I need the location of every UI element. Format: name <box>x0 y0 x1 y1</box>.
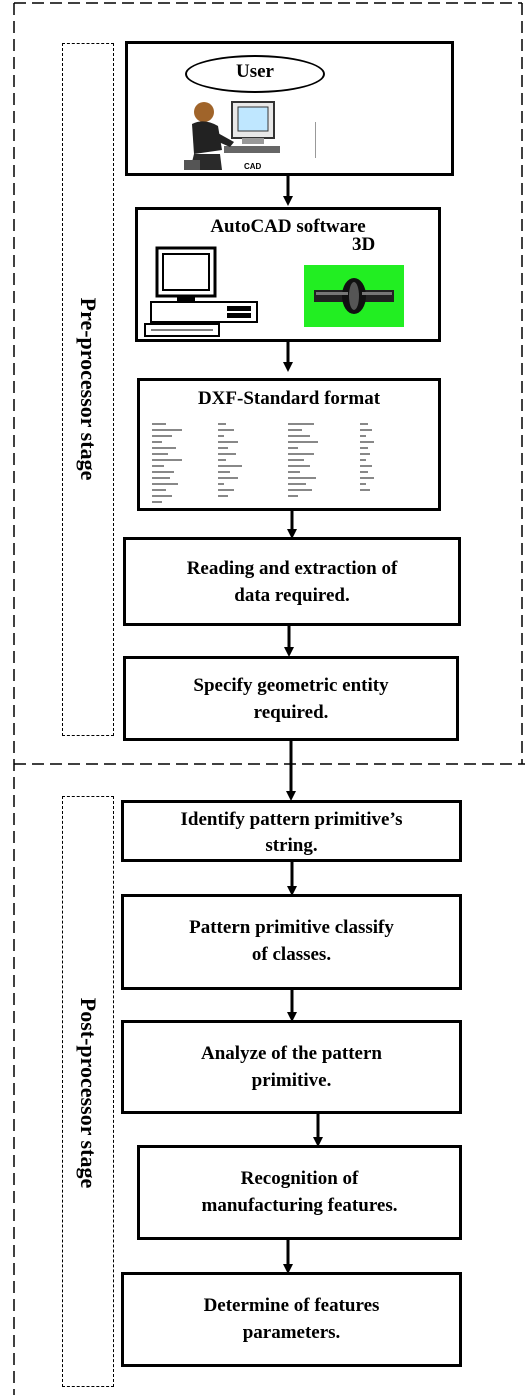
dxf-code-listing-icon <box>152 423 374 503</box>
recognition-box: Recognition of manufacturing features. <box>137 1145 462 1240</box>
identify-line-2: string. <box>265 835 318 856</box>
autocad-title: AutoCAD software <box>210 216 366 237</box>
determine-line-1: Determine of features <box>203 1295 380 1316</box>
identify-line-1: Identify pattern primitive’s <box>180 809 403 830</box>
user-box: User CAD <box>125 41 454 176</box>
identify-box: Identify pattern primitive’s string. <box>121 800 462 862</box>
user-title: User <box>236 61 274 82</box>
post-stage-frame <box>62 796 114 1387</box>
specify-line-2: required. <box>253 702 329 723</box>
post-stage-label: Post-processor stage <box>76 997 101 1189</box>
recognition-line-1: Recognition of <box>240 1168 359 1189</box>
determine-box: Determine of features parameters. <box>121 1272 462 1367</box>
reading-line-2: data required. <box>234 585 350 606</box>
user-ellipse <box>185 55 325 93</box>
shaft-3d-render-icon <box>304 265 404 327</box>
desktop-computer-icon <box>144 246 258 337</box>
classify-line-1: Pattern primitive classify <box>189 917 394 938</box>
reading-box: Reading and extraction of data required. <box>123 537 461 626</box>
specify-line-1: Specify geometric entity <box>193 675 389 696</box>
pre-stage-label: Pre-processor stage <box>76 297 101 481</box>
pre-stage-frame <box>62 43 114 736</box>
analyze-line-2: primitive. <box>251 1070 332 1091</box>
determine-line-2: parameters. <box>242 1322 341 1343</box>
autocad-3d-label: 3D <box>350 234 378 256</box>
user-divider <box>315 122 316 158</box>
cad-caption: CAD <box>244 162 262 171</box>
recognition-line-2: manufacturing features. <box>201 1195 398 1216</box>
analyze-box: Analyze of the pattern primitive. <box>121 1020 462 1114</box>
autocad-box: AutoCAD software 3D <box>135 207 441 342</box>
dxf-title: DXF-Standard format <box>197 388 381 409</box>
classify-box: Pattern primitive classify of classes. <box>121 894 462 990</box>
analyze-line-1: Analyze of the pattern <box>201 1043 382 1064</box>
classify-line-2: of classes. <box>251 944 332 965</box>
dxf-box: DXF-Standard format <box>137 378 441 511</box>
specify-box: Specify geometric entity required. <box>123 656 459 741</box>
reading-line-1: Reading and extraction of <box>186 558 398 579</box>
user-computer-icon <box>184 101 280 170</box>
